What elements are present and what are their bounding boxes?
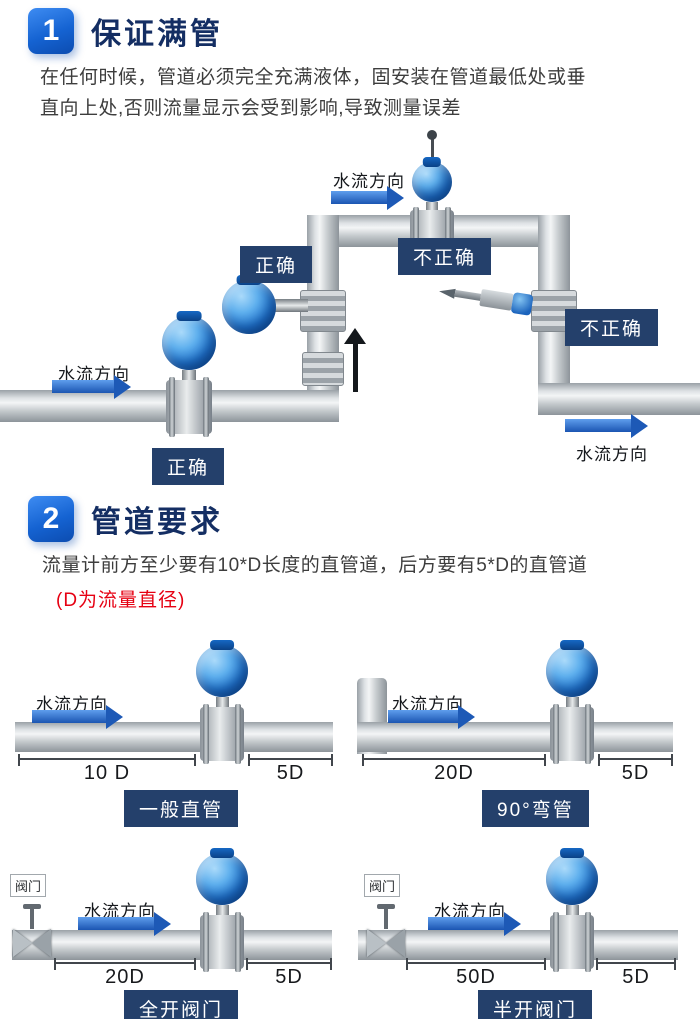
probe-tip [438, 285, 456, 299]
probe-handle [479, 288, 514, 311]
tag-incorrect-right: 不正确 [565, 309, 659, 346]
flow-arrow-icon [52, 380, 114, 393]
transmitter-head-icon [162, 316, 216, 370]
flow-meter [194, 645, 250, 764]
dimension-before: 50D [406, 958, 546, 989]
tag-elbow-pipe: 90°弯管 [482, 790, 589, 827]
dimension-after: 5D [596, 958, 676, 989]
section1-description-line2: 直向上处,否则流量显示会受到影响,导致测量误差 [40, 98, 462, 119]
dimension-before: 20D [362, 754, 546, 785]
insertion-probe-icon [438, 280, 534, 316]
transmitter-head-icon [546, 853, 598, 905]
transmitter-head-icon [196, 853, 248, 905]
dimension-before: 20D [54, 958, 196, 989]
flow-arrow-icon [428, 917, 504, 930]
dimension-after: 5D [248, 754, 333, 785]
dimension-line [18, 754, 196, 766]
meter-neck [182, 370, 196, 380]
dimension-line [54, 958, 196, 970]
up-arrow-icon [344, 328, 366, 392]
tag-half-open-valve: 半开阀门 [478, 990, 593, 1019]
valve-label: 阀门 [10, 874, 47, 897]
pipe-horizontal [12, 930, 332, 960]
flow-meter [544, 645, 600, 764]
section2-description: 流量计前方至少要有10*D长度的直管道，后方要有5*D的直管道 [42, 555, 588, 576]
transmitter-head-icon [412, 162, 452, 202]
pipe-coupling [302, 352, 344, 386]
section2-number-badge: 2 [28, 496, 74, 542]
dimension-before: 10 D [18, 754, 196, 785]
flow-meter [194, 853, 250, 972]
pipe-horizontal [357, 722, 673, 752]
flow-direction-label-right: 水流方向 [576, 445, 648, 464]
flow-arrow-icon [331, 191, 387, 204]
meter-body [166, 377, 212, 437]
antenna-icon [427, 130, 437, 164]
tag-open-valve: 全开阀门 [124, 990, 239, 1019]
transmitter-head-icon [546, 645, 598, 697]
valve-body [13, 929, 51, 957]
valve-triangle-right [386, 929, 405, 957]
section1-title: 保证满管 [91, 18, 223, 51]
dimension-line [406, 958, 546, 970]
tag-incorrect-top: 不正确 [398, 238, 492, 275]
section2-title: 管道要求 [91, 506, 223, 539]
tag-correct-bottom: 正确 [152, 448, 225, 485]
valve-triangle-right [32, 929, 51, 957]
meter-neck [215, 905, 229, 915]
section2-note: (D为流量直径) [56, 590, 186, 611]
meter-neck [426, 202, 438, 210]
dimension-line [248, 754, 333, 766]
valve-stem [384, 909, 388, 929]
valve-icon [13, 904, 51, 957]
valve-handle [377, 904, 395, 909]
meter-neck [215, 697, 229, 707]
meter-body [200, 912, 244, 972]
section2-header: 2 管道要求 [28, 496, 223, 542]
dimension-line [596, 958, 676, 970]
dimension-line [598, 754, 673, 766]
pipe-bottom-right-horizontal [538, 383, 700, 415]
meter-body [200, 704, 244, 764]
tag-straight-pipe: 一般直管 [124, 790, 239, 827]
section1-number-badge: 1 [28, 8, 74, 54]
flow-meter-bottom [160, 316, 218, 437]
valve-handle [23, 904, 41, 909]
flow-arrow-icon [388, 710, 458, 723]
transmitter-head-icon [222, 280, 276, 334]
valve-triangle-left [13, 929, 32, 957]
probe-cap [510, 292, 534, 316]
dimension-after: 5D [598, 754, 673, 785]
valve-icon [367, 904, 405, 957]
tag-correct-side: 正确 [240, 246, 313, 283]
valve-triangle-left [367, 929, 386, 957]
valve-body [367, 929, 405, 957]
valve-stem [30, 909, 34, 929]
meter-neck [270, 299, 308, 312]
meter-neck [565, 905, 579, 915]
dimension-line [246, 958, 332, 970]
section1-description-line1: 在任何时候，管道必须完全充满液体，固安装在管道最低处或垂 [40, 67, 587, 88]
meter-body [550, 704, 594, 764]
dimension-line [362, 754, 546, 766]
flow-arrow-icon [32, 710, 106, 723]
up-arrow-shaft [352, 344, 358, 392]
meter-neck [565, 697, 579, 707]
flow-arrow-icon [565, 419, 631, 432]
flow-meter [544, 853, 600, 972]
up-arrow-head [344, 328, 366, 344]
valve-label: 阀门 [364, 874, 401, 897]
probe-rod [454, 289, 482, 301]
section1-description: 在任何时候，管道必须完全充满液体，固安装在管道最低处或垂 直向上处,否则流量显示… [40, 62, 672, 124]
dimension-after: 5D [246, 958, 332, 989]
pipe-horizontal [15, 722, 333, 752]
meter-body [550, 912, 594, 972]
section1-header: 1 保证满管 [28, 8, 223, 54]
transmitter-head-icon [196, 645, 248, 697]
flow-arrow-icon [78, 917, 154, 930]
